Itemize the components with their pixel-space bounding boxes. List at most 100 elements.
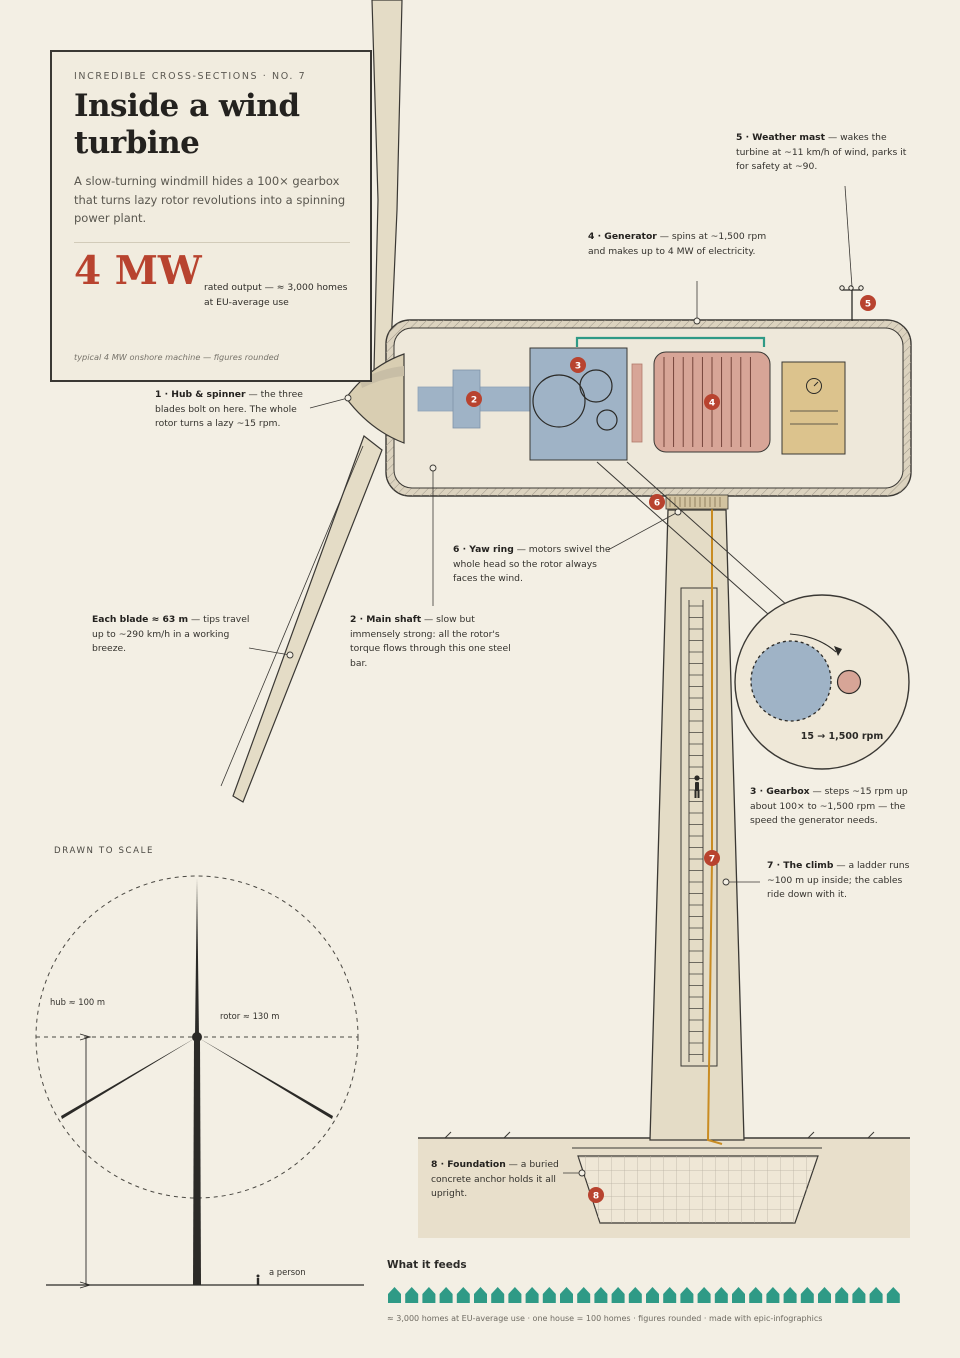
callout-hub-text: — the three blades bolt on here. The who… (155, 389, 303, 430)
house-icon (697, 1287, 711, 1303)
house-icon (439, 1287, 453, 1303)
badge-yaw: 6 (649, 494, 665, 510)
weather-mast (839, 285, 864, 321)
scale-figure (35, 875, 364, 1289)
person-label: a person (269, 1267, 306, 1277)
climber-icon (694, 775, 700, 798)
house-icon (818, 1287, 831, 1303)
feeds-heading: What it feeds (387, 1259, 467, 1271)
house-icon (594, 1287, 608, 1303)
badge-8: 8 (593, 1192, 599, 1202)
badge-3: 3 (575, 362, 581, 372)
callout-hub-title: 1 · Hub & spinner (155, 389, 246, 400)
house-icon (852, 1287, 866, 1303)
house-icon (783, 1287, 797, 1303)
scale-heading: DRAWN TO SCALE (54, 846, 155, 856)
house-icon (388, 1287, 401, 1303)
drivetrain-bracket (575, 336, 766, 347)
house-icon (680, 1287, 694, 1303)
callout-generator-title: 4 · Generator (588, 231, 657, 242)
callout-mast-text: — wakes the turbine at ~11 km/h of wind,… (736, 132, 907, 173)
header-footnote: typical 4 MW onshore machine — figures r… (74, 352, 279, 362)
ladder (680, 587, 718, 1067)
house-icon (766, 1287, 780, 1303)
house-icon (525, 1287, 539, 1303)
inset-ratio-label: 15 → 1,500 rpm (801, 731, 884, 742)
house-icon (474, 1287, 487, 1303)
homes-pictogram-row (388, 1287, 900, 1303)
callout-climb: 7 · The climb — a ladder runs ~100 m up … (767, 859, 917, 903)
house-icon (646, 1287, 659, 1303)
house-icon (405, 1287, 419, 1303)
rated-output-description: rated output — ≈ 3,000 homes at EU-avera… (204, 282, 348, 308)
badge-2: 2 (471, 396, 477, 406)
hub-height-label: hub ≈ 100 m (50, 997, 106, 1007)
leader-dots (286, 317, 730, 1177)
badge-5: 5 (865, 300, 871, 310)
house-icon (491, 1287, 505, 1303)
house-icon (611, 1287, 625, 1303)
yaw-ring (665, 494, 729, 510)
badge-gearbox: 3 (570, 357, 586, 373)
house-icon (577, 1287, 591, 1303)
blade-upper (371, 0, 403, 371)
badge-mast: 5 (860, 295, 876, 311)
house-icon (628, 1287, 642, 1303)
nacelle (385, 319, 912, 497)
callout-blade: Each blade ≈ 63 m — tips travel up to ~2… (92, 613, 252, 657)
callout-gearbox-text: — steps ~15 rpm up about 100× to ~1,500 … (750, 786, 908, 827)
callout-mast-title: 5 · Weather mast (736, 132, 826, 143)
callout-generator-text: — spins at ~1,500 rpm and makes up to 4 … (588, 231, 767, 257)
house-icon (835, 1287, 849, 1303)
callout-foundation-text: — a buried concrete anchor holds it all … (431, 1159, 559, 1200)
house-icon (869, 1287, 883, 1303)
badge-7: 7 (709, 855, 715, 865)
house-icon (800, 1287, 814, 1303)
badge-4: 4 (709, 399, 715, 409)
callout-gearbox-title: 3 · Gearbox (750, 786, 810, 797)
spinner-band (360, 366, 404, 388)
callout-foundation: 8 · Foundation — a buried concrete ancho… (431, 1158, 561, 1202)
callout-shaft: 2 · Main shaft — slow but immensely stro… (350, 613, 528, 671)
leader-lines (220, 185, 853, 1174)
house-icon (749, 1287, 763, 1303)
coupling (631, 363, 643, 443)
callout-climb-text: — a ladder runs ~100 m up inside; the ca… (767, 860, 910, 901)
callout-blade-text: — tips travel up to ~290 km/h in a worki… (92, 614, 250, 655)
house-icon (456, 1287, 470, 1303)
power-cable (706, 500, 723, 1145)
badge-climb: 7 (704, 850, 720, 866)
footer-note: ≈ 3,000 homes at EU-average use · one ho… (387, 1314, 823, 1323)
house-icon (560, 1287, 573, 1303)
number-badges: 2 3 4 5 6 7 8 (466, 295, 876, 1203)
page-subtitle: A slow-turning windmill hides a 100× gea… (74, 174, 346, 225)
person-icon (256, 1274, 260, 1285)
callout-yaw-title: 6 · Yaw ring (453, 544, 514, 555)
callout-gearbox: 3 · Gearbox — steps ~15 rpm up about 100… (750, 785, 910, 829)
house-icon (714, 1287, 728, 1303)
rotor-diameter-label: rotor ≈ 130 m (220, 1011, 280, 1021)
header-divider (74, 242, 350, 243)
badge-hub-shaft: 2 (466, 391, 482, 407)
house-icon (508, 1287, 522, 1303)
callout-generator: 4 · Generator — spins at ~1,500 rpm and … (588, 230, 778, 259)
callout-yaw: 6 · Yaw ring — motors swivel the whole h… (453, 543, 611, 587)
tower (649, 509, 745, 1141)
callout-hub: 1 · Hub & spinner — the three blades bol… (155, 388, 305, 432)
callout-yaw-text: — motors swivel the whole head so the ro… (453, 544, 611, 585)
blade-lower (232, 435, 383, 803)
gearbox-ratio-inset (596, 461, 910, 770)
callout-mast: 5 · Weather mast — wakes the turbine at … (736, 131, 918, 175)
callout-blade-title: Each blade ≈ 63 m (92, 614, 189, 625)
callout-shaft-title: 2 · Main shaft (350, 614, 422, 625)
foundation (572, 1147, 822, 1224)
house-icon (542, 1287, 556, 1303)
callout-climb-title: 7 · The climb (767, 860, 834, 871)
house-icon (663, 1287, 677, 1303)
badge-generator: 4 (704, 394, 720, 410)
callout-foundation-title: 8 · Foundation (431, 1159, 506, 1170)
house-icon (732, 1287, 745, 1303)
ground-ticks (444, 1131, 875, 1139)
badge-foundation: 8 (588, 1187, 604, 1203)
